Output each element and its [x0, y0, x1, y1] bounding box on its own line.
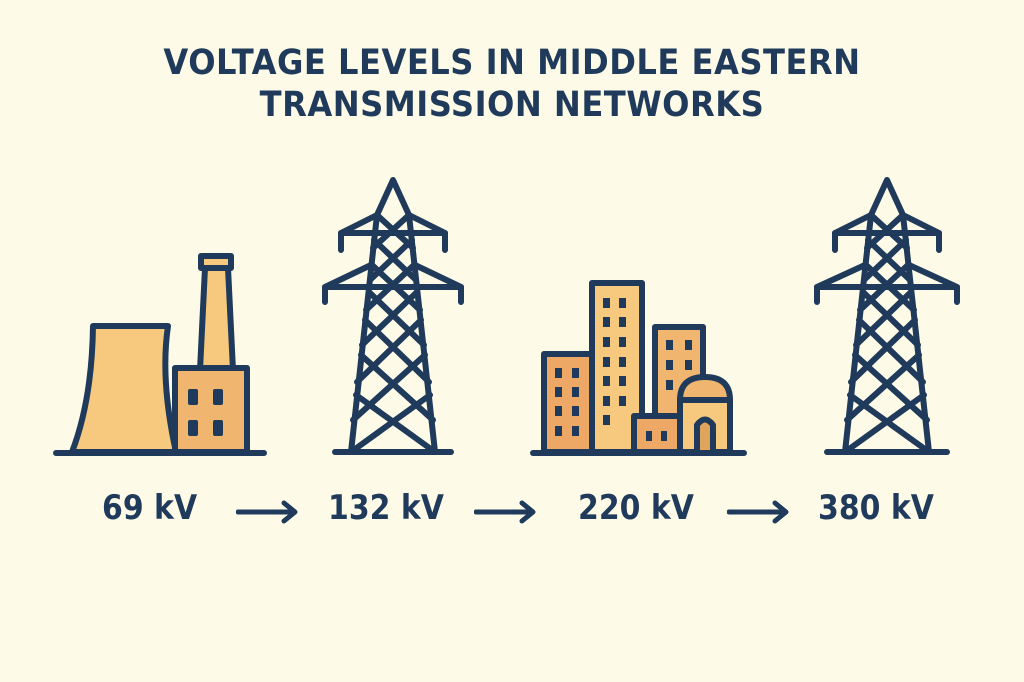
- page-title: VOLTAGE LEVELS IN MIDDLE EASTERN TRANSMI…: [41, 42, 983, 126]
- transmission-tower-icon: [814, 177, 960, 455]
- power-plant-icon: [53, 253, 267, 456]
- transmission-tower-icon: [322, 177, 464, 455]
- arrow-right-icon: [474, 500, 536, 524]
- arrow-right-icon: [727, 500, 789, 524]
- city-buildings-icon: [530, 280, 747, 456]
- voltage-label-220kv: 220 kV: [578, 488, 694, 528]
- title-line-2: TRANSMISSION NETWORKS: [259, 85, 765, 125]
- title-line-1: VOLTAGE LEVELS IN MIDDLE EASTERN: [163, 43, 861, 83]
- voltage-label-380kv: 380 kV: [818, 488, 934, 528]
- voltage-label-69kv: 69 kV: [102, 488, 198, 528]
- voltage-label-132kv: 132 kV: [328, 488, 444, 528]
- arrow-right-icon: [236, 500, 298, 524]
